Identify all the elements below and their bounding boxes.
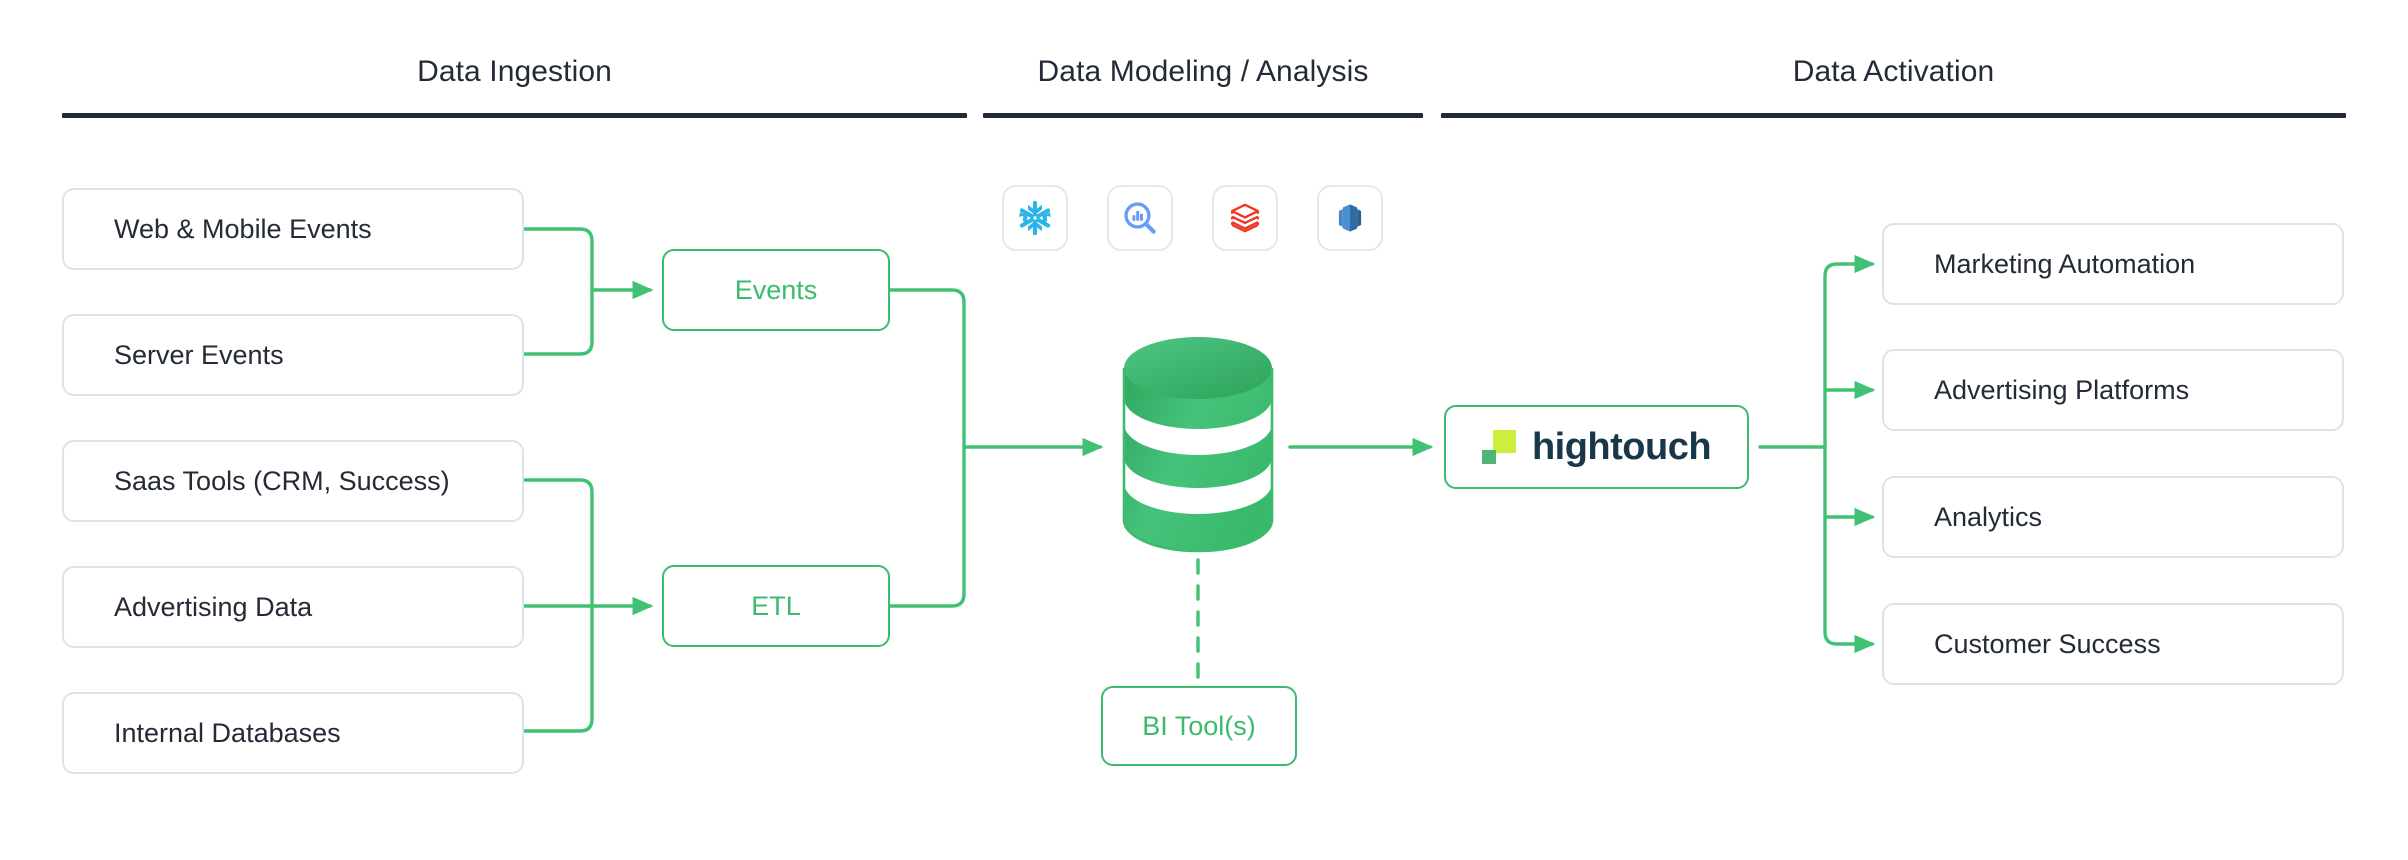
pipeline-label: Events (734, 274, 818, 305)
column-header-ingestion: Data Ingestion (62, 57, 967, 118)
destination-box-advertising-platforms[interactable]: Advertising Platforms (1882, 349, 2344, 431)
column-title: Data Ingestion (417, 55, 612, 88)
column-header-activation: Data Activation (1441, 57, 2346, 118)
column-divider (983, 113, 1423, 118)
source-label: Server Events (114, 339, 284, 370)
source-box-web-mobile-events[interactable]: Web & Mobile Events (62, 188, 524, 270)
bi-tools-label: BI Tool(s) (1142, 710, 1256, 741)
snowflake-icon (1019, 200, 1051, 236)
source-box-advertising-data[interactable]: Advertising Data (62, 566, 524, 648)
source-box-internal-databases[interactable]: Internal Databases (62, 692, 524, 774)
warehouse-tile-databricks[interactable] (1212, 185, 1278, 251)
source-label: Web & Mobile Events (114, 213, 372, 244)
column-title: Data Activation (1792, 55, 1995, 88)
destination-label: Advertising Platforms (1934, 374, 2190, 405)
destination-label: Customer Success (1934, 628, 2161, 659)
source-label: Saas Tools (CRM, Success) (114, 465, 450, 496)
column-divider (1441, 113, 2346, 118)
bi-tools-box[interactable]: BI Tool(s) (1101, 686, 1297, 766)
destination-label: Marketing Automation (1934, 248, 2196, 279)
column-title: Data Modeling / Analysis (1037, 55, 1369, 88)
warehouse-tile-snowflake[interactable] (1002, 185, 1068, 251)
logo-square-green (1481, 450, 1496, 464)
destination-box-marketing-automation[interactable]: Marketing Automation (1882, 223, 2344, 305)
database-cylinder-icon (1122, 337, 1274, 553)
pipeline-box-etl[interactable]: ETL (662, 565, 890, 647)
hightouch-wordmark: hightouch (1531, 426, 1712, 468)
source-box-saas-tools[interactable]: Saas Tools (CRM, Success) (62, 440, 524, 522)
hightouch-logo-mark (1481, 430, 1516, 464)
source-label: Internal Databases (114, 717, 341, 748)
bigquery-icon (1124, 202, 1156, 234)
pipeline-label: ETL (751, 590, 801, 621)
logo-square-lime (1492, 430, 1516, 453)
source-label: Advertising Data (114, 591, 313, 622)
warehouse-tile-redshift[interactable] (1317, 185, 1383, 251)
databricks-icon (1230, 203, 1260, 233)
warehouse-tile-bigquery[interactable] (1107, 185, 1173, 251)
column-header-modeling: Data Modeling / Analysis (983, 57, 1423, 118)
hightouch-product-card[interactable]: hightouch (1444, 405, 1749, 489)
pipeline-box-events[interactable]: Events (662, 249, 890, 331)
column-divider (62, 113, 967, 118)
destination-box-customer-success[interactable]: Customer Success (1882, 603, 2344, 685)
redshift-icon (1338, 204, 1362, 232)
source-box-server-events[interactable]: Server Events (62, 314, 524, 396)
destination-box-analytics[interactable]: Analytics (1882, 476, 2344, 558)
destination-label: Analytics (1934, 501, 2043, 532)
